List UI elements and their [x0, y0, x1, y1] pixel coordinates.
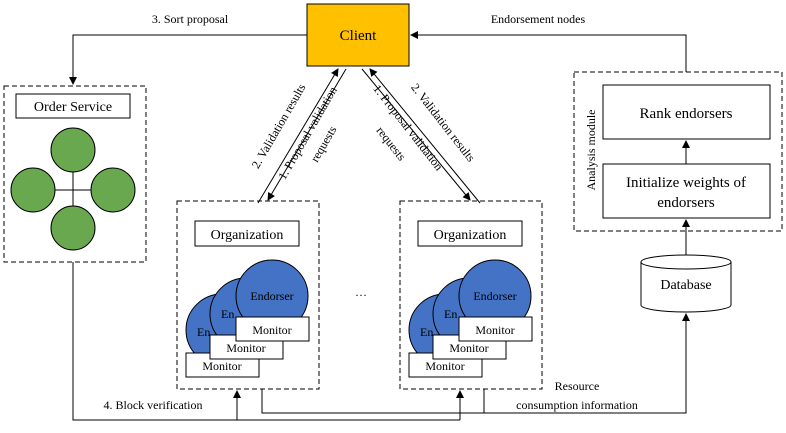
monitor-mid-1-label: Monitor [226, 341, 265, 355]
analysis-module-title: Analysis module [584, 110, 598, 191]
init-weights-line1: Initialize weights of [626, 175, 746, 191]
endorser-front-1-label: Endorser [250, 289, 293, 303]
monitor-mid-2-label: Monitor [449, 341, 488, 355]
init-weights-line2: endorsers [657, 195, 715, 211]
orderer-node-right [90, 167, 136, 213]
monitor-front-2-label: Monitor [475, 323, 514, 337]
client-node: Client [306, 3, 410, 67]
rank-endorsers-label: Rank endorsers [640, 106, 733, 122]
monitor-back-1-label: Monitor [202, 359, 241, 373]
edge-block-verification [72, 262, 460, 421]
organization-1-label: Organization [211, 228, 284, 243]
edge-resource-label-1: Resource [555, 379, 600, 393]
monitor-front-1-label: Monitor [252, 323, 291, 337]
client-label: Client [340, 28, 377, 44]
organization-2-label: Organization [434, 228, 507, 243]
edge-resource-consumption [261, 313, 690, 414]
endorser-back-2-label: En [420, 325, 433, 339]
edge-sort-proposal-label: 3. Sort proposal [152, 12, 229, 26]
endorser-mid-1-label: En [221, 307, 234, 321]
organization-1: Organization En En Endorser Monitor Moni… [176, 200, 320, 390]
edge-block-verification-label: 4. Block verification [104, 398, 203, 412]
endorser-front-2-label: Endorser [473, 289, 516, 303]
ellipsis: … [355, 285, 367, 299]
endorser-back-1-label: En [197, 325, 210, 339]
database-label: Database [660, 278, 711, 293]
edge-validation-results-right [369, 68, 481, 204]
orderer-node-bottom [50, 205, 96, 251]
edge-resource-label-2: consumption information [516, 398, 638, 412]
edge-endorsement-nodes-label: Endorsement nodes [491, 12, 586, 26]
order-service-label: Order Service [34, 100, 112, 115]
monitor-back-2-label: Monitor [425, 359, 464, 373]
analysis-module: Analysis module Rank endorsers Initializ… [573, 71, 783, 232]
edge-validation-results-left [257, 68, 339, 204]
orderer-node-left [10, 167, 56, 213]
edge-proposal-requests-left [267, 68, 347, 201]
edge-proposal-requests-right [361, 68, 471, 201]
organization-2: Organization En En Endorser Monitor Moni… [399, 200, 543, 390]
edge-sort-proposal [69, 34, 307, 85]
endorser-mid-2-label: En [444, 307, 457, 321]
database-node: Database [640, 254, 732, 313]
order-service-group: Order Service [3, 85, 147, 263]
orderer-node-top [50, 127, 96, 173]
edge-endorsement-nodes [410, 31, 687, 72]
